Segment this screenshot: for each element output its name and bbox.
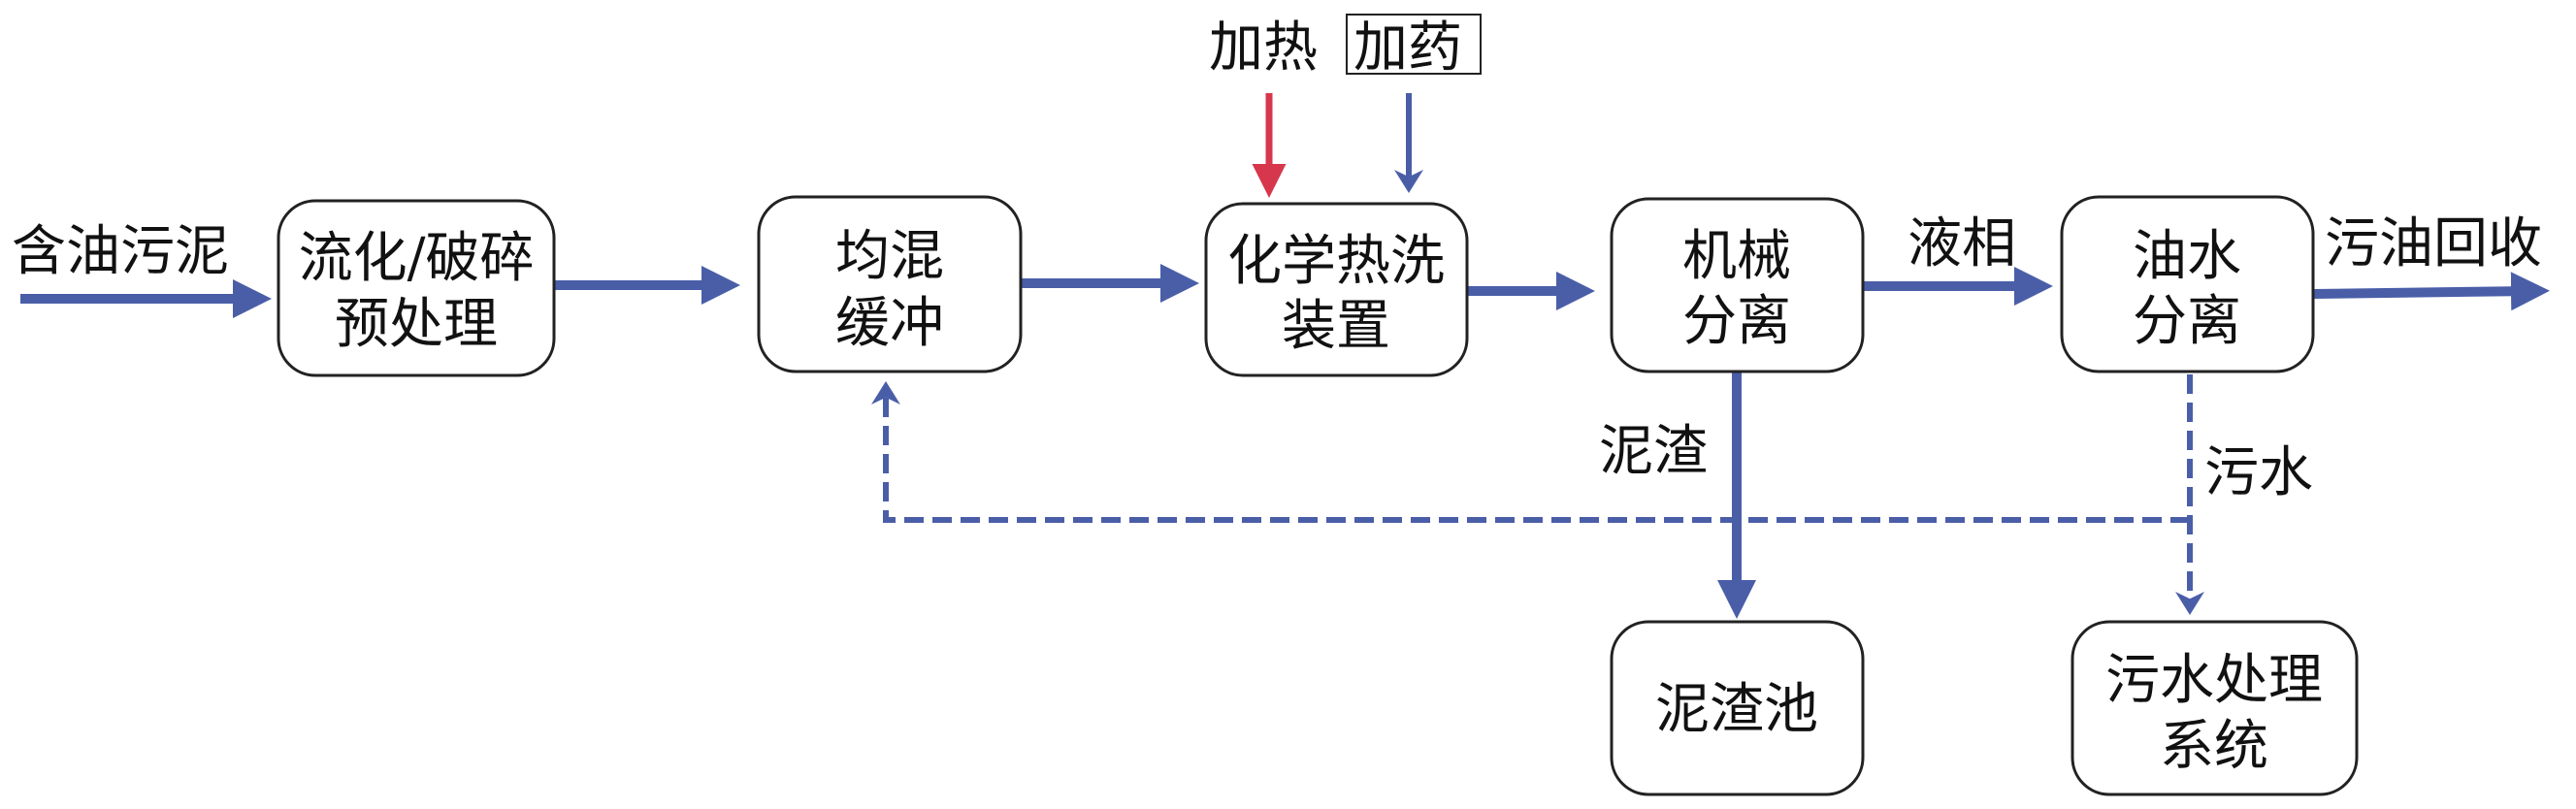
svg-text:油水: 油水 xyxy=(2133,225,2241,288)
box-buffer: 均混 缓冲 xyxy=(757,195,1023,373)
svg-text:分离: 分离 xyxy=(2133,290,2241,353)
wastewater-label: 污水 xyxy=(2204,441,2313,504)
heating-label: 加热 xyxy=(1209,16,1318,80)
svg-text:分离: 分离 xyxy=(1682,290,1791,353)
oil-recovery-label: 污油回收 xyxy=(2325,212,2542,275)
box-pretreat: 流化/破碎 预处理 xyxy=(277,199,556,377)
box-oil-water-separation: 油水 分离 xyxy=(2060,195,2315,373)
svg-text:污水处理: 污水处理 xyxy=(2105,649,2323,712)
svg-text:均混: 均混 xyxy=(835,225,944,288)
recycle-dashed-line xyxy=(871,381,2190,523)
box-wastewater-system: 污水处理 系统 xyxy=(2071,620,2359,796)
feed-label: 含油污泥 xyxy=(12,220,229,283)
svg-text:装置: 装置 xyxy=(1282,295,1390,358)
svg-text:流化/破碎: 流化/破碎 xyxy=(299,227,535,290)
dosing-label-frame xyxy=(1346,14,1482,75)
svg-text:化学热洗: 化学热洗 xyxy=(1227,230,1445,293)
svg-text:系统: 系统 xyxy=(2160,715,2268,778)
box-sludge-pond: 泥渣池 xyxy=(1610,620,1865,796)
box-mechanical-separation: 机械 分离 xyxy=(1610,197,1865,373)
dosing-label: 加药 xyxy=(1353,16,1462,80)
svg-text:机械: 机械 xyxy=(1682,225,1791,288)
liquid-phase-label: 液相 xyxy=(1908,212,2016,275)
sludge-label: 泥渣 xyxy=(1599,420,1708,483)
box-chemical-thermal-wash: 化学热洗 装置 xyxy=(1204,202,1469,377)
arrow-oil-recovery xyxy=(2313,272,2550,311)
svg-text:预处理: 预处理 xyxy=(335,293,498,356)
svg-text:缓冲: 缓冲 xyxy=(835,292,944,355)
svg-text:泥渣池: 泥渣池 xyxy=(1655,678,1818,741)
